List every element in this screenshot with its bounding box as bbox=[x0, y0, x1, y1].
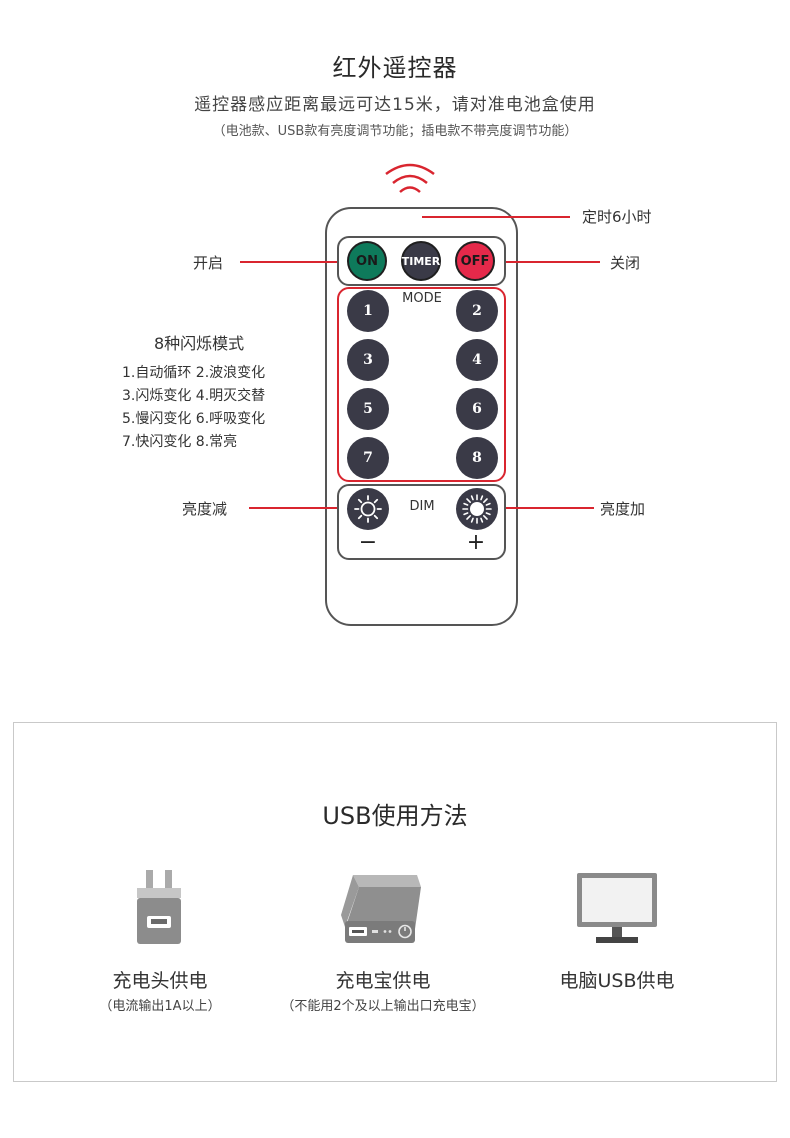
on-callout-label: 开启 bbox=[193, 254, 224, 272]
on-callout-line bbox=[240, 261, 337, 263]
mode-desc-1: 1.自动循环 2.波浪变化 bbox=[122, 365, 266, 381]
dim-down-callout-label: 亮度减 bbox=[182, 500, 228, 518]
timer-callout-label: 定时6小时 bbox=[582, 208, 652, 226]
brightness-high-icon bbox=[462, 494, 492, 524]
mode-desc-3: 5.慢闪变化 6.呼吸变化 bbox=[122, 411, 266, 427]
page-subtitle: 遥控器感应距离最远可达15米，请对准电池盒使用 bbox=[194, 95, 596, 115]
infrared-signal-icon bbox=[385, 163, 435, 193]
charger-icon bbox=[137, 870, 181, 944]
usb-item-charger-sub: （电流输出1A以上） bbox=[99, 999, 221, 1014]
brightness-low-icon bbox=[354, 495, 382, 523]
mode-2-button[interactable]: 2 bbox=[456, 290, 498, 332]
monitor-icon bbox=[577, 873, 657, 943]
dim-down-button[interactable] bbox=[347, 488, 389, 530]
dim-down-callout-line bbox=[249, 507, 337, 509]
usb-section bbox=[13, 722, 777, 1082]
off-callout-line bbox=[506, 261, 600, 263]
mode-1-button[interactable]: 1 bbox=[347, 290, 389, 332]
page-title: 红外遥控器 bbox=[332, 54, 458, 82]
mode-6-button[interactable]: 6 bbox=[456, 388, 498, 430]
page-note: （电池款、USB款有亮度调节功能；插电款不带亮度调节功能） bbox=[212, 124, 578, 139]
off-button[interactable]: OFF bbox=[455, 241, 495, 281]
usb-item-powerbank-label: 充电宝供电 bbox=[335, 970, 431, 992]
usb-item-powerbank-sub: （不能用2个及以上输出口充电宝） bbox=[281, 999, 485, 1014]
mode-5-button[interactable]: 5 bbox=[347, 388, 389, 430]
mode-8-button[interactable]: 8 bbox=[456, 437, 498, 479]
power-bank-icon bbox=[341, 875, 421, 943]
dim-up-callout-line bbox=[506, 507, 594, 509]
timer-button[interactable]: TIMER bbox=[401, 241, 441, 281]
modes-title: 8种闪烁模式 bbox=[154, 334, 245, 353]
mode-3-button[interactable]: 3 bbox=[347, 339, 389, 381]
mode-7-button[interactable]: 7 bbox=[347, 437, 389, 479]
timer-callout-line bbox=[422, 216, 570, 218]
on-button[interactable]: ON bbox=[347, 241, 387, 281]
mode-label: MODE bbox=[402, 291, 442, 306]
usb-title: USB使用方法 bbox=[322, 802, 468, 830]
mode-desc-4: 7.快闪变化 8.常亮 bbox=[122, 434, 238, 450]
mode-4-button[interactable]: 4 bbox=[456, 339, 498, 381]
dim-up-callout-label: 亮度加 bbox=[600, 500, 646, 518]
minus-sign: − bbox=[358, 530, 378, 555]
modes-list: 1.自动循环 2.波浪变化 3.闪烁变化 4.明灭交替 5.慢闪变化 6.呼吸变… bbox=[122, 362, 265, 454]
mode-desc-2: 3.闪烁变化 4.明灭交替 bbox=[122, 388, 266, 404]
dim-label: DIM bbox=[409, 499, 435, 514]
usb-item-charger-label: 充电头供电 bbox=[112, 970, 208, 992]
plus-sign: + bbox=[466, 530, 486, 555]
dim-up-button[interactable] bbox=[456, 488, 498, 530]
off-callout-label: 关闭 bbox=[610, 254, 641, 272]
usb-item-computer-label: 电脑USB供电 bbox=[559, 970, 675, 992]
